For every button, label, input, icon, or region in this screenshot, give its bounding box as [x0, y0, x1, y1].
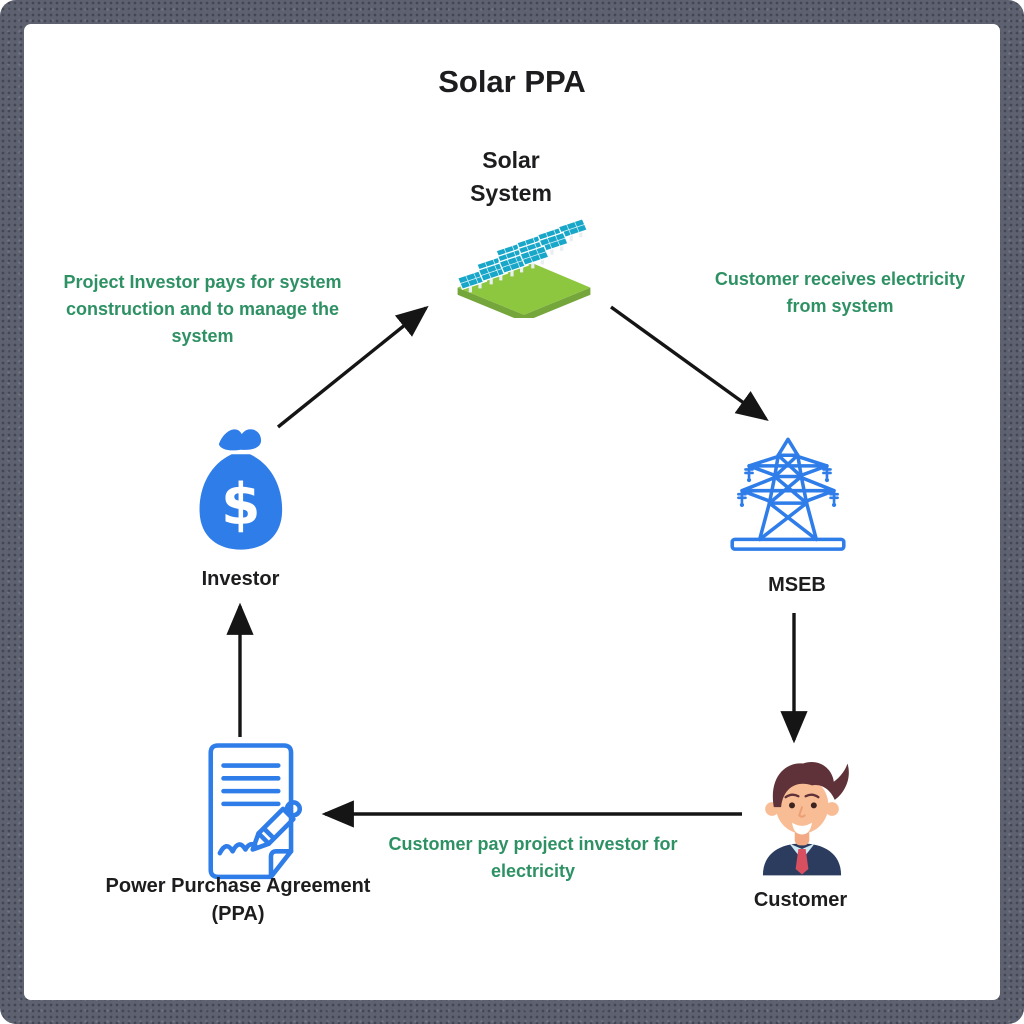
solar-base-top	[457, 259, 591, 315]
signed-document-icon	[208, 743, 303, 880]
avatar-hair	[772, 761, 849, 808]
annotation-investor-pays: Project Investor pays for system constru…	[63, 272, 342, 346]
person-avatar-icon	[762, 761, 849, 876]
arrow-investor-to-solar	[276, 305, 429, 429]
ppa-label: Power Purchase Agreement (PPA)	[105, 875, 371, 925]
transmission-tower-icon	[730, 437, 846, 551]
mseb-label: MSEB	[768, 574, 826, 596]
solar-system-label: Solar System	[470, 147, 552, 206]
avatar-face	[775, 777, 829, 834]
pen	[250, 800, 303, 852]
investor-label: Investor	[201, 568, 280, 590]
money-bag-icon: $	[199, 429, 283, 550]
avatar-tie	[795, 849, 809, 875]
annotation-customer-receives: Customer receives electricity from syste…	[714, 269, 966, 316]
solar-base-side	[457, 287, 591, 318]
signature-squiggle	[217, 841, 258, 856]
annotation-customer-pays: Customer pay project investor for electr…	[388, 834, 678, 881]
diagram-canvas	[24, 24, 1000, 1000]
arrow-solar-to-mseb	[610, 305, 769, 421]
avatar-smile	[792, 822, 812, 835]
solar-panel-array-icon	[456, 218, 591, 318]
customer-label: Customer	[753, 889, 848, 911]
page-title: Solar PPA	[438, 64, 586, 99]
dollar-sign: $	[221, 472, 261, 538]
